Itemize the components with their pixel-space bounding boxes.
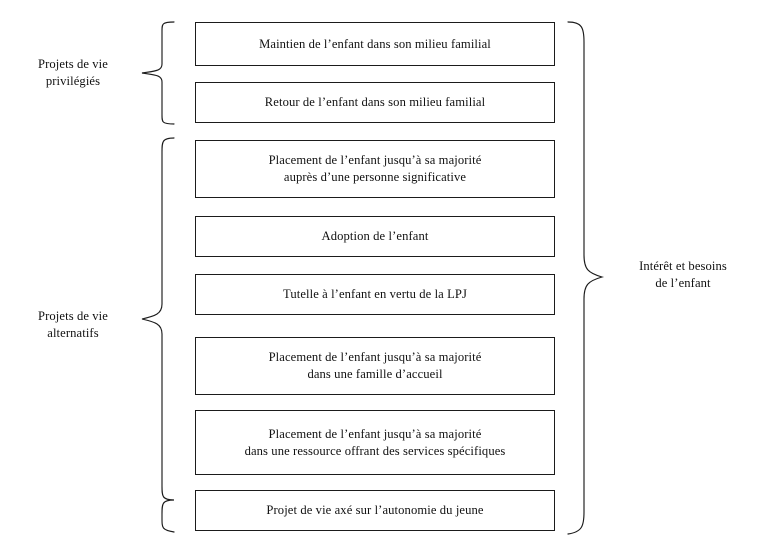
node-box-autonomie-jeune[interactable]: Projet de vie axé sur l’autonomie du jeu… — [195, 490, 555, 531]
node-box-tutelle-lpj[interactable]: Tutelle à l’enfant en vertu de la LPJ — [195, 274, 555, 315]
node-box-retour-milieu-familial[interactable]: Retour de l’enfant dans son milieu famil… — [195, 82, 555, 123]
node-box-label-line1: Placement de l’enfant jusqu’à sa majorit… — [268, 426, 482, 441]
group-label-interet-besoins: Intérêt et besoins de l’enfant — [608, 258, 758, 292]
node-box-label: Tutelle à l’enfant en vertu de la LPJ — [282, 287, 468, 301]
node-box-label: Adoption de l’enfant — [321, 229, 429, 243]
node-box-placement-famille-accueil[interactable]: Placement de l’enfant jusqu’à sa majorit… — [195, 337, 555, 395]
group-label-privilegies-line1: Projets de vie — [38, 57, 108, 71]
right-brace-interet-besoins-icon — [567, 21, 605, 535]
group-label-privilegies: Projets de vie privilégiés — [8, 56, 138, 90]
node-box-placement-ressource-services[interactable]: Placement de l’enfant jusqu’à sa majorit… — [195, 410, 555, 475]
node-box-label-line2: auprès d’une personne significative — [283, 170, 467, 184]
group-label-alternatifs-line2: alternatifs — [47, 326, 99, 340]
node-box-maintien-milieu-familial[interactable]: Maintien de l’enfant dans son milieu fam… — [195, 22, 555, 66]
node-box-adoption[interactable]: Adoption de l’enfant — [195, 216, 555, 257]
node-box-label: Projet de vie axé sur l’autonomie du jeu… — [266, 503, 484, 517]
node-box-label: Maintien de l’enfant dans son milieu fam… — [259, 36, 491, 51]
group-label-interet-besoins-line2: de l’enfant — [655, 276, 711, 290]
node-box-placement-personne-significative[interactable]: Placement de l’enfant jusqu’à sa majorit… — [195, 140, 555, 198]
node-box-label: Retour de l’enfant dans son milieu famil… — [264, 95, 486, 109]
group-label-alternatifs: Projets de vie alternatifs — [8, 308, 138, 342]
group-label-alternatifs-line1: Projets de vie — [38, 309, 108, 323]
left-brace-privilegies-icon — [141, 21, 175, 125]
node-box-label-line2: dans une ressource offrant des services … — [244, 443, 506, 458]
node-box-label-line1: Placement de l’enfant jusqu’à sa majorit… — [268, 153, 482, 167]
left-brace-alternatifs-icon — [141, 137, 175, 533]
group-label-privilegies-line2: privilégiés — [45, 74, 101, 88]
node-box-label-line2: dans une famille d’accueil — [307, 367, 443, 381]
node-box-label-line1: Placement de l’enfant jusqu’à sa majorit… — [268, 350, 482, 364]
group-label-interet-besoins-line1: Intérêt et besoins — [639, 259, 727, 273]
